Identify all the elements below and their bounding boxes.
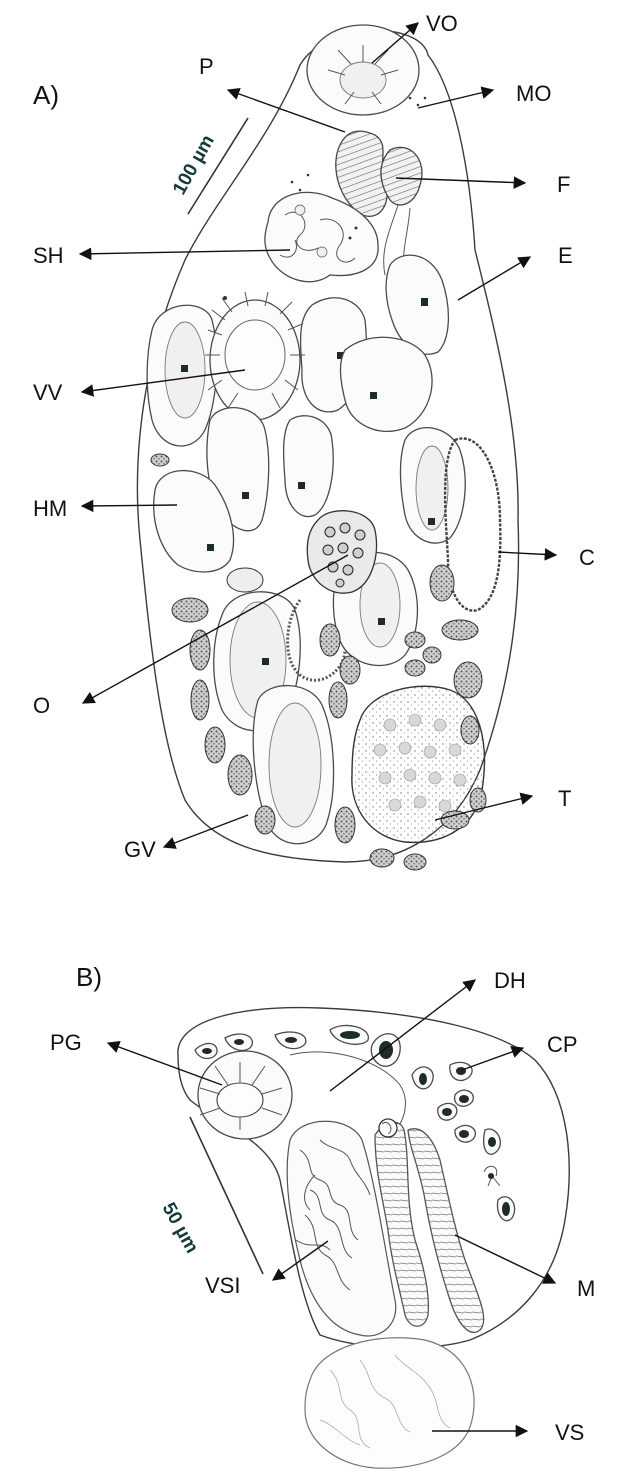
label-mo: MO (516, 81, 551, 106)
label-t: T (558, 786, 571, 811)
label-e: E (558, 243, 573, 268)
label-c: C (579, 545, 595, 570)
label-vo: VO (426, 11, 458, 36)
pharyngeal-gland (198, 1051, 292, 1139)
pharynx (336, 131, 422, 216)
label-sh: SH (33, 243, 64, 268)
panel-a-label: A) (33, 80, 59, 110)
oral-sucker (307, 25, 419, 115)
seminal-vesicle (305, 1338, 474, 1468)
ovary (307, 511, 376, 593)
label-pg: PG (50, 1030, 82, 1055)
label-vsi: VSI (205, 1273, 240, 1298)
scale-label-b: 50 µm (158, 1199, 203, 1257)
scale-label-a: 100 µm (169, 132, 219, 199)
label-p: P (199, 54, 214, 79)
label-cp: CP (547, 1032, 578, 1057)
panel-b-label: B) (76, 962, 102, 992)
label-m: M (577, 1276, 595, 1301)
label-vs: VS (555, 1420, 584, 1445)
panel-a: A) 100 µm (33, 11, 595, 870)
label-dh: DH (494, 968, 526, 993)
label-gv: GV (124, 837, 156, 862)
label-f: F (557, 172, 570, 197)
label-vv: VV (33, 380, 63, 405)
panel-b: B) 50 µm (50, 962, 595, 1468)
label-o: O (33, 693, 50, 718)
label-hm: HM (33, 496, 67, 521)
